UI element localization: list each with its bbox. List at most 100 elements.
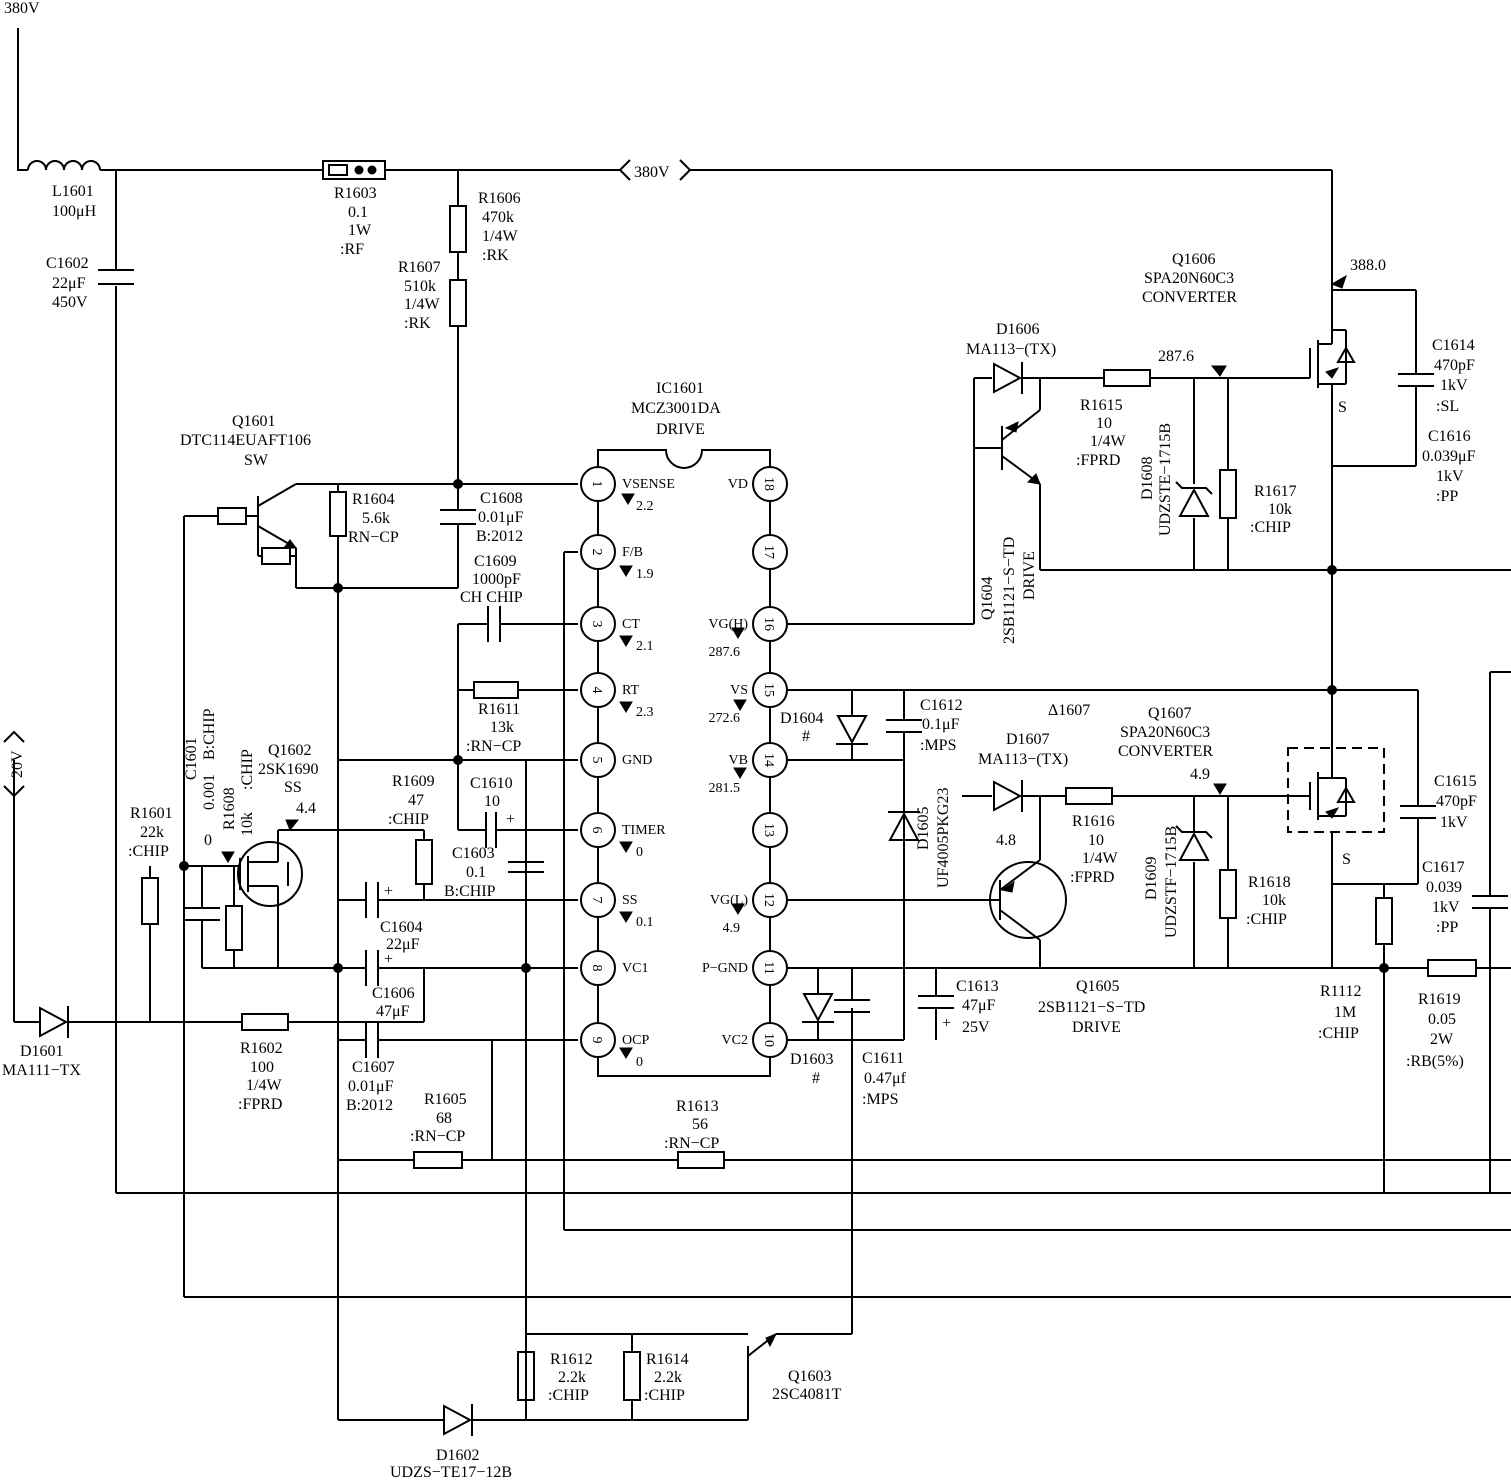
svg-text:R1606: R1606	[478, 190, 521, 207]
svg-text:C1606: C1606	[372, 985, 415, 1002]
svg-text:0.47μf: 0.47μf	[864, 1070, 907, 1087]
svg-text:10k: 10k	[1268, 501, 1292, 518]
voltage-flags	[221, 274, 1347, 1059]
svg-text:22μF: 22μF	[386, 936, 420, 953]
svg-text:D1605: D1605	[915, 806, 932, 850]
ic-pin-voltage: 2.1	[636, 639, 654, 654]
ic-pin-number: 5	[589, 757, 604, 764]
ic-pin-name: P−GND	[702, 961, 748, 976]
ic-pin-number: 17	[761, 545, 776, 559]
aux-label-20v	[3, 730, 25, 798]
svg-text::FPRD: :FPRD	[238, 1096, 282, 1113]
ic-pin-number: 13	[761, 823, 776, 837]
ic-pin-name: SS	[622, 893, 638, 908]
svg-text:5.6k: 5.6k	[362, 510, 390, 527]
svg-text:R1614: R1614	[646, 1351, 689, 1368]
svg-text:R1603: R1603	[334, 185, 377, 202]
ic-pin-name: VB	[729, 753, 748, 768]
svg-text::CHIP: :CHIP	[1318, 1025, 1359, 1042]
ic-pin-5	[580, 742, 616, 778]
svg-text:S: S	[1342, 851, 1351, 868]
svg-text:D1606: D1606	[996, 321, 1040, 338]
svg-text::FPRD: :FPRD	[1076, 452, 1120, 469]
svg-text:4.9: 4.9	[1190, 766, 1210, 783]
ic-pin-10	[752, 1022, 788, 1058]
svg-text:2SC4081T: 2SC4081T	[772, 1386, 842, 1403]
svg-text:SPA20N60C3: SPA20N60C3	[1144, 270, 1234, 287]
ic-pin-name: VD	[728, 477, 748, 492]
svg-text::CHIP: :CHIP	[644, 1387, 685, 1404]
svg-text:R1615: R1615	[1080, 397, 1123, 414]
svg-text:D1604: D1604	[780, 710, 824, 727]
ic-pin-12	[752, 882, 788, 918]
ic-pin-name: TIMER	[622, 823, 666, 838]
ic-pin-voltage: 2.3	[636, 705, 654, 720]
svg-text:L1601: L1601	[52, 183, 94, 200]
svg-text:B:2012: B:2012	[346, 1097, 393, 1114]
svg-text:B:2012: B:2012	[476, 528, 523, 545]
ic-pin-number: 18	[761, 477, 776, 491]
svg-text:47μF: 47μF	[962, 997, 996, 1014]
svg-text::MPS: :MPS	[920, 737, 956, 754]
ic-pin-voltage: 0	[636, 845, 643, 860]
ic-pin-number: 11	[761, 961, 776, 974]
ic-pin-number: 10	[761, 1033, 776, 1047]
svg-text:C1612: C1612	[920, 697, 963, 714]
svg-text:1000pF: 1000pF	[472, 571, 521, 588]
svg-text:25V: 25V	[962, 1019, 990, 1036]
svg-text::RB(5%): :RB(5%)	[1406, 1053, 1464, 1070]
diode-symbols	[39, 362, 1213, 1436]
svg-text:D1603: D1603	[790, 1051, 834, 1068]
svg-text:0: 0	[204, 832, 212, 849]
ic-pin-voltage: 0.1	[636, 915, 654, 930]
svg-text:1kV: 1kV	[1436, 468, 1464, 485]
ic-pin-number: 9	[589, 1037, 604, 1044]
transistor-symbols	[237, 329, 1385, 1384]
svg-text:1W: 1W	[348, 222, 372, 239]
svg-text:2SB1121−S−TD: 2SB1121−S−TD	[1038, 999, 1145, 1016]
svg-text:Q1602: Q1602	[268, 742, 312, 759]
ic-pin-voltage: 272.6	[709, 711, 741, 726]
ic1601-ref: IC1601	[656, 380, 704, 397]
ic-pin-13	[752, 812, 788, 848]
svg-text::PP: :PP	[1436, 488, 1458, 505]
svg-text:470k: 470k	[482, 209, 514, 226]
rail-aux: 20V	[9, 750, 26, 778]
svg-text:1/4W: 1/4W	[1090, 433, 1126, 450]
svg-text:UF4005PKG23: UF4005PKG23	[935, 788, 952, 888]
ic-pin-15	[752, 672, 788, 708]
svg-text:C1601: C1601	[183, 737, 200, 780]
svg-text::CHIP: :CHIP	[1250, 519, 1291, 536]
svg-text:C1610: C1610	[470, 775, 513, 792]
svg-text:MA113−(TX): MA113−(TX)	[966, 341, 1056, 358]
svg-text:D1609: D1609	[1143, 856, 1160, 900]
svg-text:4.8: 4.8	[996, 832, 1016, 849]
inductor-l1601	[27, 160, 104, 171]
svg-text:0.05: 0.05	[1428, 1011, 1456, 1028]
svg-text:R1604: R1604	[352, 491, 395, 508]
svg-text:Q1606: Q1606	[1172, 251, 1216, 268]
svg-text:1/4W: 1/4W	[404, 296, 440, 313]
svg-text:#: #	[802, 728, 810, 745]
svg-text:R1617: R1617	[1254, 483, 1297, 500]
ic-pin-voltage: 1.9	[636, 567, 654, 582]
ic-pin-name: GND	[622, 753, 652, 768]
svg-text:0.1μF: 0.1μF	[922, 716, 960, 733]
svg-text:0.01μF: 0.01μF	[348, 1078, 394, 1095]
svg-text::CHIP: :CHIP	[1246, 911, 1287, 928]
svg-text:10: 10	[484, 793, 500, 810]
svg-text:10k: 10k	[239, 812, 256, 836]
svg-text::RK: :RK	[404, 315, 431, 332]
svg-text:R1112: R1112	[1320, 983, 1361, 1000]
ic-pin-voltage: 281.5	[709, 781, 741, 796]
svg-text:100: 100	[250, 1059, 274, 1076]
svg-text:0.01μF: 0.01μF	[478, 509, 524, 526]
svg-text:+: +	[384, 883, 393, 900]
svg-text::RN−CP: :RN−CP	[466, 738, 521, 755]
svg-text:+: +	[384, 951, 393, 968]
ic-pin-number: 8	[589, 965, 604, 972]
svg-text:+: +	[506, 811, 515, 828]
ic-pin-name: RT	[622, 683, 639, 698]
svg-text:C1604: C1604	[380, 919, 423, 936]
ic-pin-number: 3	[589, 621, 604, 628]
